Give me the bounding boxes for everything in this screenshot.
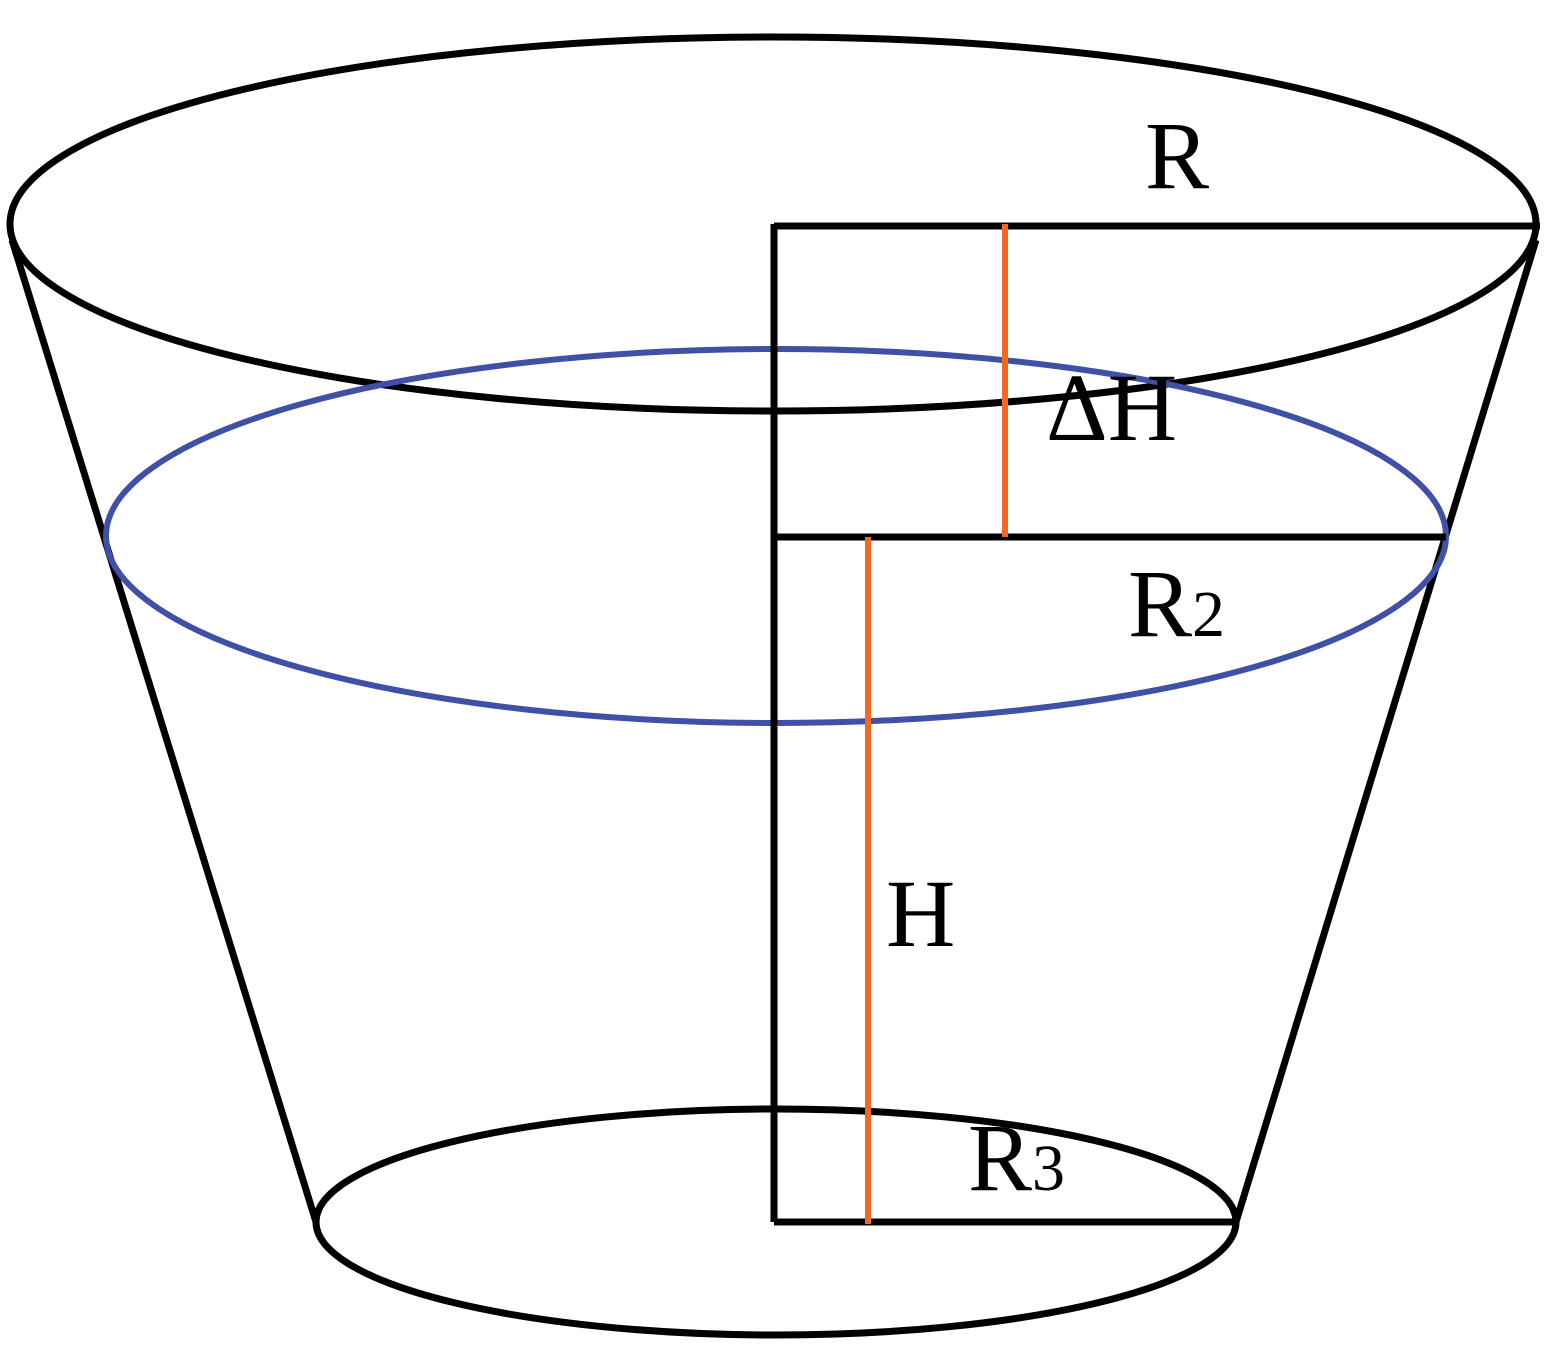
- water-radius-label: R2: [1128, 550, 1225, 657]
- bottom-radius-letter: R: [968, 1104, 1032, 1211]
- height-label: H: [886, 860, 955, 967]
- water-radius-index: 2: [1192, 578, 1225, 651]
- left-side-line: [8, 238, 320, 1224]
- bottom-radius-index: 3: [1032, 1132, 1065, 1205]
- bottom-radius-label: R3: [968, 1104, 1065, 1211]
- right-side-line: [1232, 238, 1540, 1224]
- delta-height-label: ΔH: [1046, 354, 1177, 461]
- top-radius-label: R: [1145, 102, 1209, 209]
- water-radius-letter: R: [1128, 550, 1192, 657]
